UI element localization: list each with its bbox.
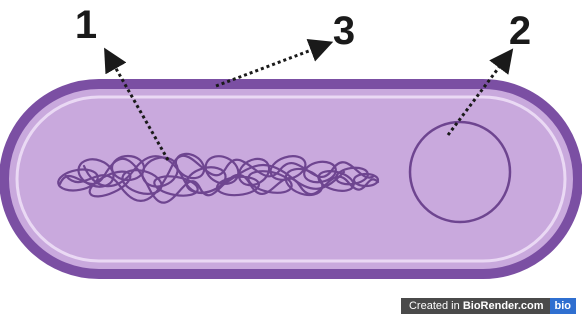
plasmid-circle [410, 122, 510, 222]
credit-brand: BioRender.com [463, 300, 544, 312]
label-1: 1 [75, 3, 97, 47]
biorender-credit-badge: Created in BioRender.com bio [401, 298, 576, 314]
credit-prefix: Created in [409, 300, 460, 312]
label-2: 2 [509, 9, 531, 53]
credit-text: Created in BioRender.com [401, 298, 550, 314]
label-3: 3 [333, 9, 355, 53]
biorender-logo-icon: bio [550, 298, 577, 314]
